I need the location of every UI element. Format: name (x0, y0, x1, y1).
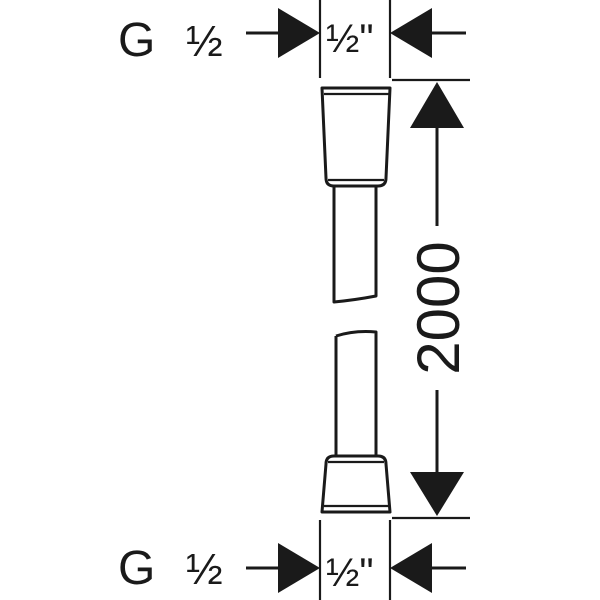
bottom-fitting (320, 454, 392, 514)
length-label: 2000 (405, 241, 472, 374)
length-arrow-up (410, 82, 464, 128)
hose-lower-section (334, 330, 378, 456)
hose (320, 86, 392, 514)
thread-prefix-bottom: G (118, 542, 155, 595)
thread-size-bottom: ½ (186, 545, 223, 594)
dimension-label-top: ½" (326, 17, 374, 61)
dimension-label-bottom: ½" (326, 551, 374, 595)
dim-arrow-top-right (390, 8, 466, 58)
length-arrow-down (410, 472, 464, 516)
top-fitting (320, 86, 392, 188)
dim-arrow-top-left (246, 8, 320, 58)
dim-arrow-bottom-right (390, 543, 466, 593)
thread-size-top: ½ (186, 17, 223, 66)
dim-arrow-bottom-left (246, 543, 320, 593)
thread-prefix-top: G (118, 14, 155, 67)
hose-upper-section (332, 186, 378, 304)
